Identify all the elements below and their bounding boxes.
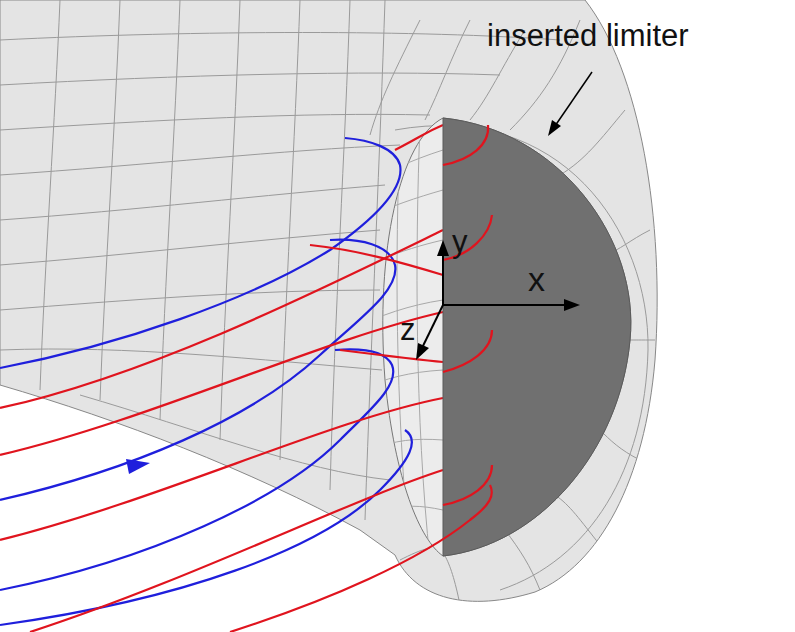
axis-label: x — [528, 262, 545, 296]
coordinate-axes — [416, 240, 580, 360]
part-label: inserted limiter — [487, 20, 689, 51]
tube-surface — [0, 0, 657, 601]
leader-arrow — [548, 72, 592, 136]
field-lines — [0, 125, 443, 632]
field-arrowhead — [126, 459, 150, 474]
limiter-plate — [443, 118, 631, 556]
axis-label: z — [400, 314, 416, 345]
axis-label: y — [452, 226, 468, 257]
inner-mesh — [260, 125, 443, 560]
tube-opening — [383, 118, 631, 556]
limiter-field-lines — [230, 125, 492, 632]
